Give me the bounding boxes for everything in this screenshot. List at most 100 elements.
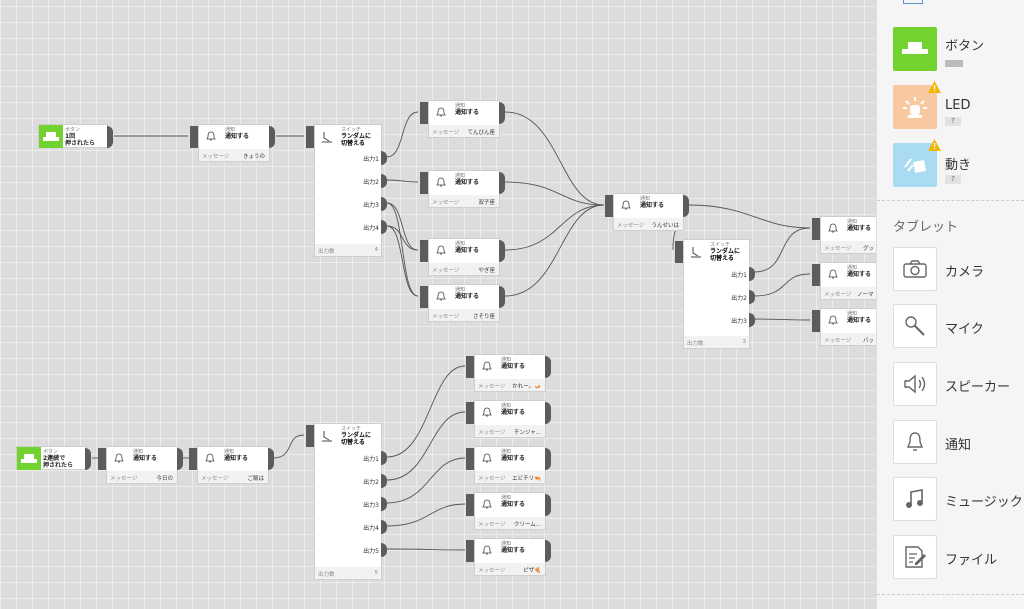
button-trigger-node[interactable]: ボタン 1回押されたら — [38, 124, 113, 148]
notify-node[interactable]: 通知 通知する メッセージやぎ座 — [420, 238, 505, 276]
message-field[interactable]: メッセージご飯は — [198, 471, 268, 483]
input-port[interactable] — [812, 310, 820, 332]
node-category: 通知 — [224, 449, 235, 455]
output-port[interactable] — [381, 197, 387, 211]
output-port[interactable] — [499, 172, 505, 194]
palette-item-motion[interactable]: 動き ? — [893, 139, 1024, 189]
notify-node[interactable]: 通知 通知する メッセージクリーム... — [466, 492, 551, 530]
input-port[interactable] — [605, 195, 613, 217]
output-port[interactable] — [749, 313, 755, 327]
message-field[interactable]: メッセージバッ — [821, 333, 876, 345]
palette-item-speaker[interactable]: スピーカー — [893, 362, 1024, 408]
message-field[interactable]: メッセージかれー。🍛 — [475, 379, 545, 391]
output-port[interactable] — [545, 448, 551, 470]
input-port[interactable] — [466, 356, 474, 378]
output-port[interactable] — [381, 174, 387, 188]
output-port[interactable] — [683, 195, 689, 217]
output-port[interactable] — [499, 102, 505, 124]
palette-item-camera[interactable]: カメラ — [893, 247, 1024, 293]
palette-item-led[interactable]: LED ? — [893, 81, 1024, 131]
input-port[interactable] — [306, 425, 314, 447]
input-port[interactable] — [189, 448, 197, 470]
message-field[interactable]: メッセージきょうの — [199, 149, 269, 161]
output-port[interactable] — [107, 126, 113, 148]
output-port[interactable] — [177, 448, 183, 470]
output-port[interactable] — [749, 267, 755, 281]
notify-node[interactable]: 通知 通知する メッセージバッ — [812, 308, 876, 346]
output-port[interactable] — [545, 402, 551, 424]
input-port[interactable] — [420, 286, 428, 308]
notify-node[interactable]: 通知 通知する メッセージご飯は — [189, 446, 274, 484]
button-trigger-node[interactable]: ボタン 2連続で押されたら — [16, 446, 91, 470]
input-port[interactable] — [812, 218, 820, 240]
palette-item-button[interactable]: ボタン — [893, 27, 1024, 73]
palette-item-file[interactable]: ファイル — [893, 535, 1024, 581]
notify-node[interactable]: 通知 通知する メッセージてんびん座 — [420, 100, 505, 138]
notify-node[interactable]: 通知 通知する メッセージ今日の — [98, 446, 183, 484]
message-field[interactable]: メッセージピザ🍕 — [475, 563, 545, 575]
notify-node[interactable]: 通知 通知する メッセージうんせいは — [605, 193, 689, 231]
message-field[interactable]: メッセージグッ — [821, 241, 876, 253]
input-port[interactable] — [812, 264, 820, 286]
node-title: ランダムに切替える — [341, 133, 372, 147]
input-port[interactable] — [98, 448, 106, 470]
output-port[interactable] — [499, 240, 505, 262]
output-port[interactable] — [269, 126, 275, 148]
output-port[interactable] — [85, 448, 91, 470]
output-port[interactable] — [545, 356, 551, 378]
output-port[interactable] — [381, 220, 387, 234]
output-port[interactable] — [381, 543, 387, 557]
notify-node[interactable]: 通知 通知する メッセージチンジャ... — [466, 400, 551, 438]
notify-node[interactable]: 通知 通知する メッセージノーマ — [812, 262, 876, 300]
input-port[interactable] — [306, 126, 314, 148]
output-port[interactable] — [268, 448, 274, 470]
output-port[interactable] — [499, 286, 505, 308]
message-field[interactable]: メッセージクリーム... — [475, 517, 545, 529]
message-field[interactable]: メッセージエビチリ🦐 — [475, 471, 545, 483]
output-port[interactable] — [381, 497, 387, 511]
output-port[interactable] — [545, 540, 551, 562]
input-port[interactable] — [420, 172, 428, 194]
flow-canvas[interactable]: ボタン 1回押されたら 通知 通知する メッセージきょうの スイッチ ランダムに… — [0, 0, 876, 609]
notify-node[interactable]: 通知 通知する メッセージグッ — [812, 216, 876, 254]
message-field[interactable]: メッセージさそり座 — [429, 309, 499, 321]
notify-node[interactable]: 通知 通知する メッセージ双子座 — [420, 170, 505, 208]
message-field[interactable]: メッセージうんせいは — [614, 218, 683, 230]
input-port[interactable] — [466, 540, 474, 562]
notify-node[interactable]: 通知 通知する メッセージかれー。🍛 — [466, 354, 551, 392]
message-field[interactable]: メッセージやぎ座 — [429, 263, 499, 275]
notify-node[interactable]: 通知 通知する メッセージピザ🍕 — [466, 538, 551, 576]
input-port[interactable] — [466, 402, 474, 424]
input-port[interactable] — [420, 102, 428, 124]
palette-item-mic[interactable]: マイク — [893, 304, 1024, 350]
input-port[interactable] — [420, 240, 428, 262]
output-port[interactable] — [381, 451, 387, 465]
message-field[interactable]: メッセージノーマ — [821, 287, 876, 299]
output-port[interactable] — [381, 520, 387, 534]
message-field[interactable]: メッセージてんびん座 — [429, 125, 499, 137]
message-field[interactable]: メッセージ双子座 — [429, 195, 499, 207]
output-label: 出力4 — [363, 525, 379, 532]
palette-item-music[interactable]: ミュージック — [893, 477, 1024, 523]
input-port[interactable] — [190, 126, 198, 148]
input-port[interactable] — [675, 241, 683, 263]
wire — [386, 548, 466, 551]
input-port[interactable] — [466, 448, 474, 470]
output-port[interactable] — [381, 151, 387, 165]
notify-node[interactable]: 通知 通知する メッセージきょうの — [190, 124, 275, 162]
output-port[interactable] — [545, 494, 551, 516]
output-port[interactable] — [381, 474, 387, 488]
message-field[interactable]: メッセージ今日の — [107, 471, 177, 483]
message-field[interactable]: メッセージチンジャ... — [475, 425, 545, 437]
input-port[interactable] — [466, 494, 474, 516]
notify-node[interactable]: 通知 通知する メッセージさそり座 — [420, 284, 505, 322]
notify-node[interactable]: 通知 通知する メッセージエビチリ🦐 — [466, 446, 551, 484]
output-port[interactable] — [749, 290, 755, 304]
palette-item-notify[interactable]: 通知 — [893, 420, 1024, 466]
